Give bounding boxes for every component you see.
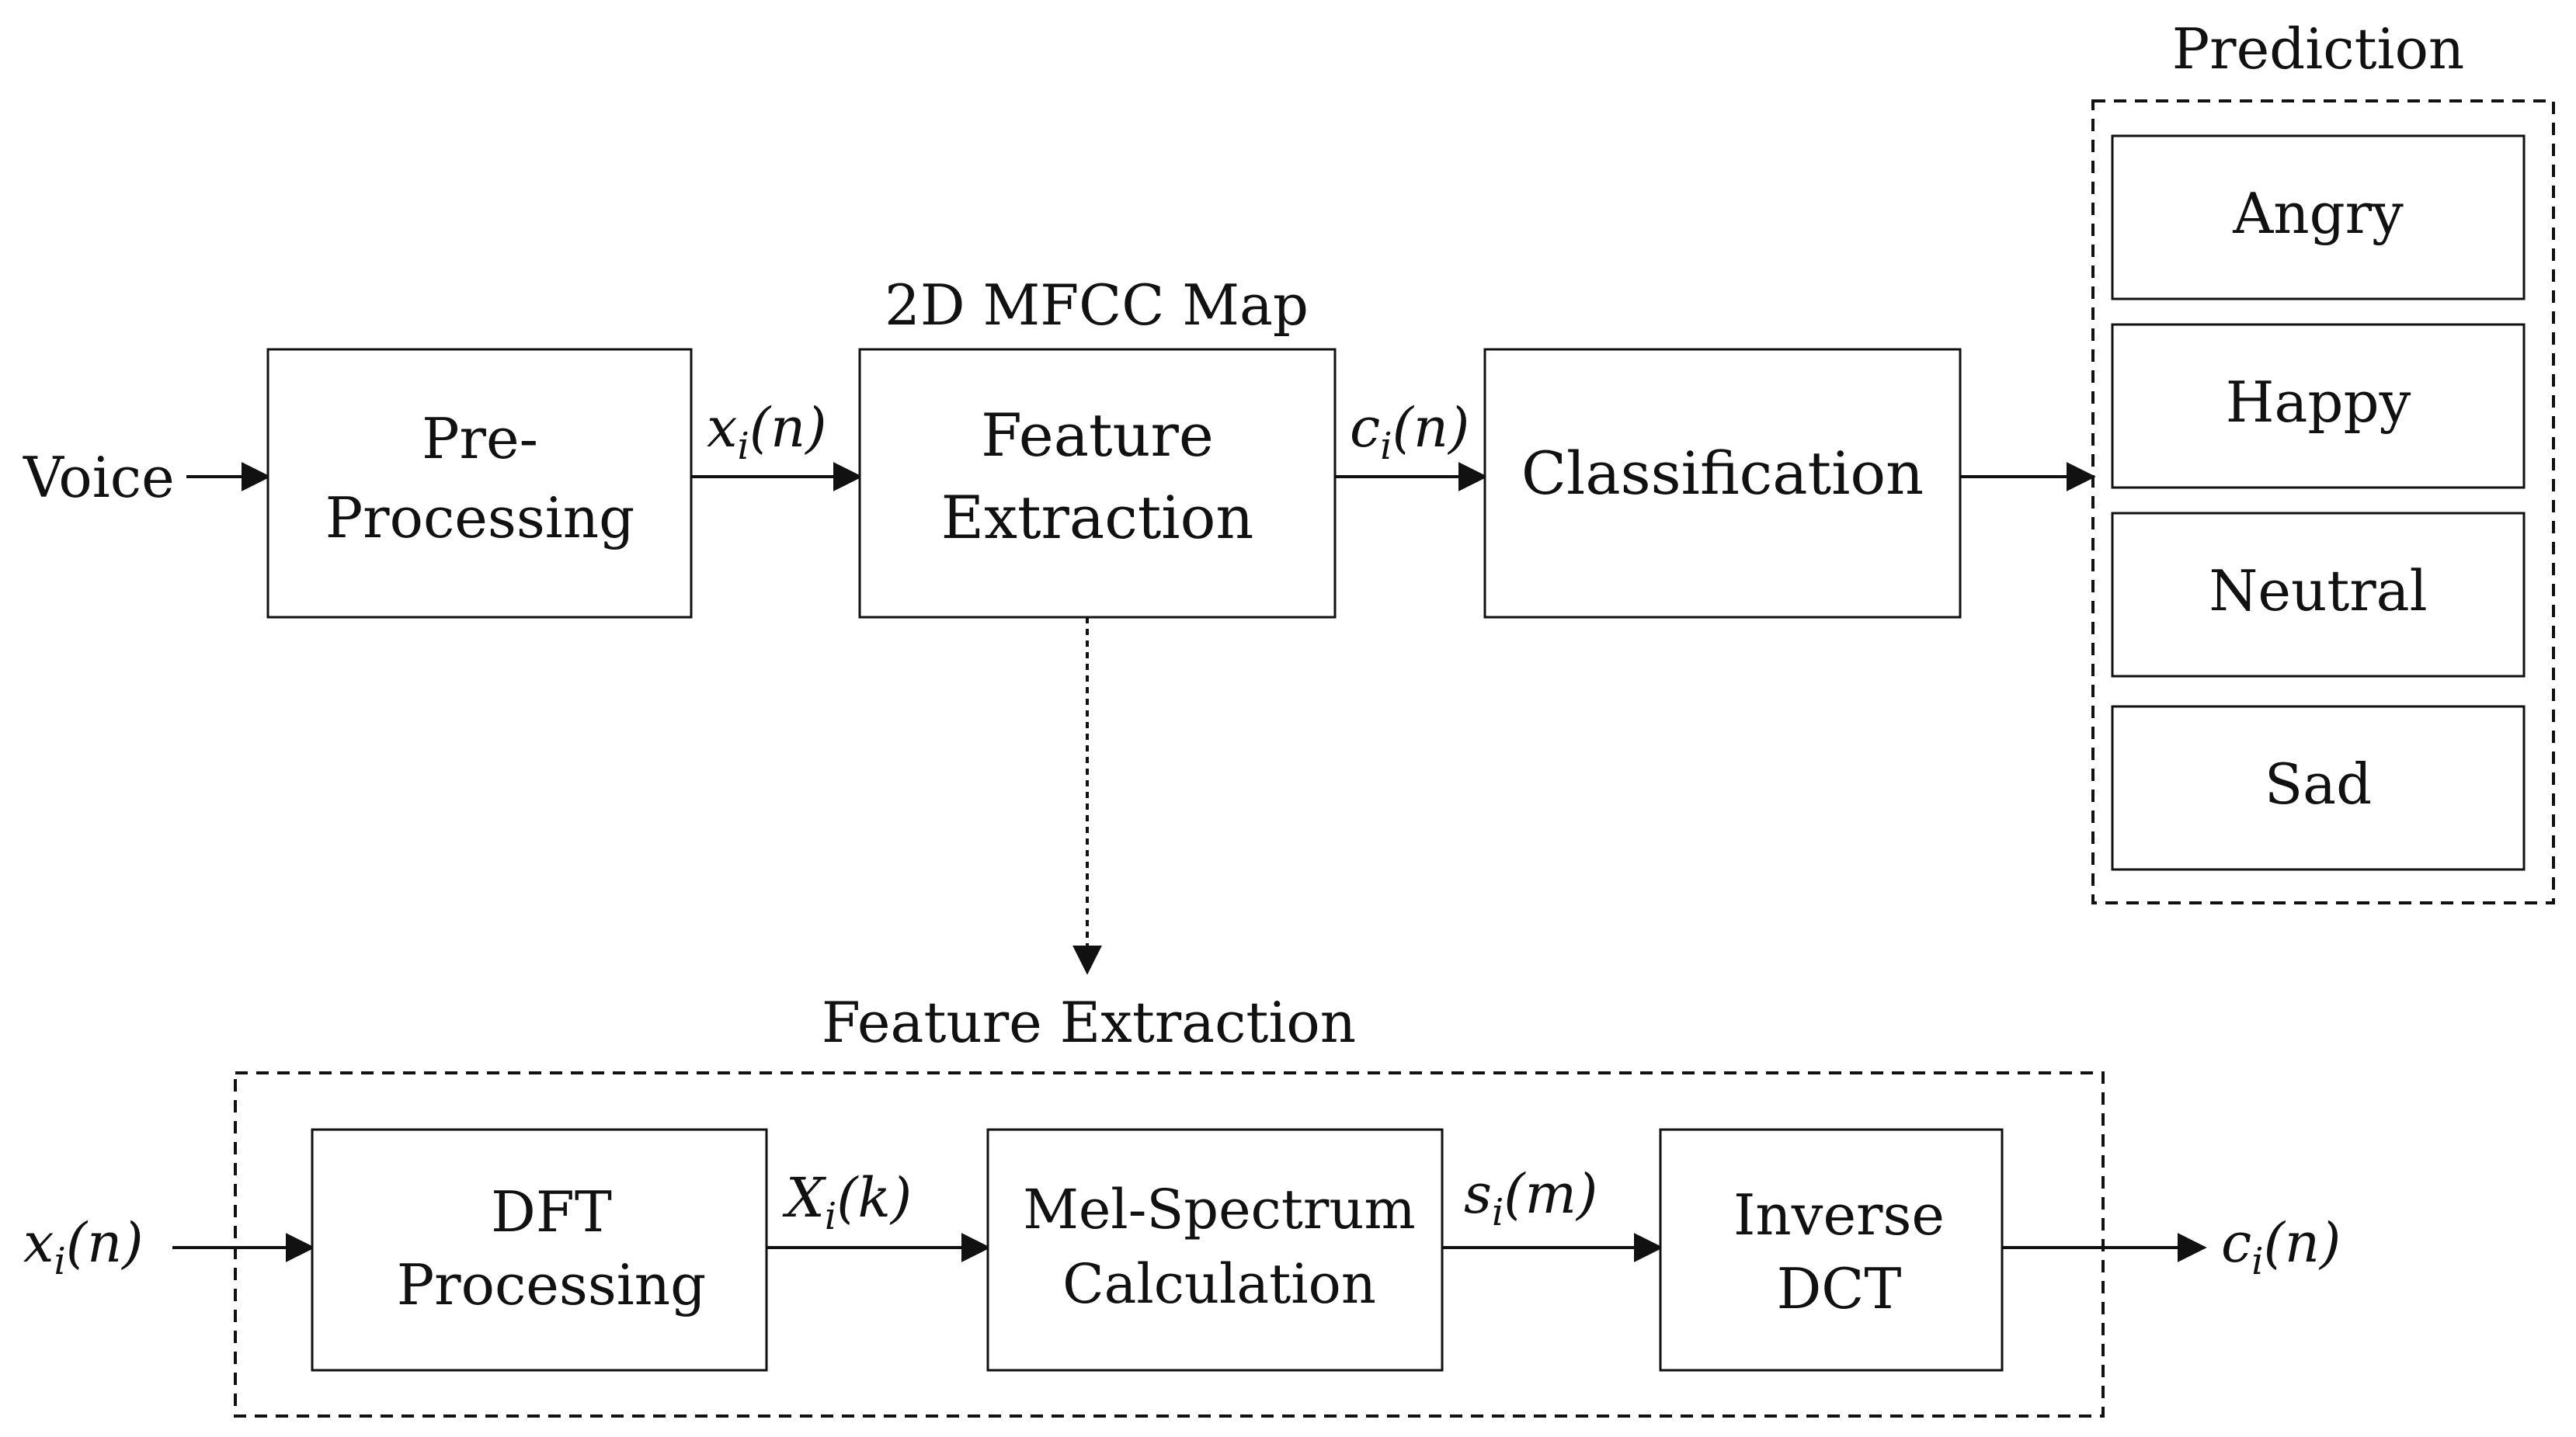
prediction-class-sad: Sad: [2265, 751, 2372, 817]
detail-group-frame: [234, 1071, 2105, 1418]
prediction-class-box-neutral: [2111, 512, 2526, 678]
prediction-class-angry: Angry: [2232, 181, 2404, 246]
classification-box: [1483, 348, 1962, 619]
prediction-class-box-angry: [2111, 134, 2526, 300]
prediction-class-happy: Happy: [2226, 370, 2411, 435]
dft-label-line1: DFT: [491, 1179, 612, 1244]
mel-label-line1: Mel-Spectrum: [1023, 1178, 1416, 1241]
idct-label-line1: Inverse: [1733, 1182, 1945, 1248]
mfcc-map-title: 2D MFCC Map: [885, 272, 1309, 338]
prediction-class-box-happy: [2111, 323, 2526, 489]
preprocessing-label-line1: Pre-: [422, 406, 538, 471]
detail-input-signal: xi(n): [23, 1211, 144, 1283]
detail-output-signal: ci(n): [2221, 1211, 2341, 1283]
prediction-class-box-sad: [2111, 705, 2526, 871]
signal-c-label: ci(n): [1350, 396, 1469, 468]
inverse-dct-box: [1659, 1128, 2004, 1372]
dft-box: [311, 1128, 768, 1372]
prediction-class-neutral: Neutral: [2209, 558, 2427, 623]
feature-extraction-box: [858, 348, 1337, 619]
signal-X-label: Xi(k): [782, 1166, 912, 1238]
mel-spectrum-box: [986, 1128, 1444, 1372]
feature-extraction-label-line2: Extraction: [941, 483, 1254, 552]
preprocessing-box: [266, 348, 693, 619]
signal-s-label: si(m): [1464, 1162, 1597, 1234]
feature-extraction-label-line1: Feature: [981, 401, 1214, 470]
signal-x-label: xi(n): [707, 396, 827, 468]
prediction-title: Prediction: [2172, 16, 2465, 82]
mel-label-line2: Calculation: [1062, 1252, 1376, 1316]
preprocessing-label-line2: Processing: [325, 485, 635, 550]
idct-label-line2: DCT: [1777, 1256, 1902, 1321]
voice-input-label: Voice: [23, 445, 175, 510]
detail-title: Feature Extraction: [822, 990, 1356, 1055]
prediction-group-frame: [2091, 99, 2555, 904]
dft-label-line2: Processing: [397, 1252, 707, 1317]
classification-label: Classification: [1521, 439, 1924, 508]
